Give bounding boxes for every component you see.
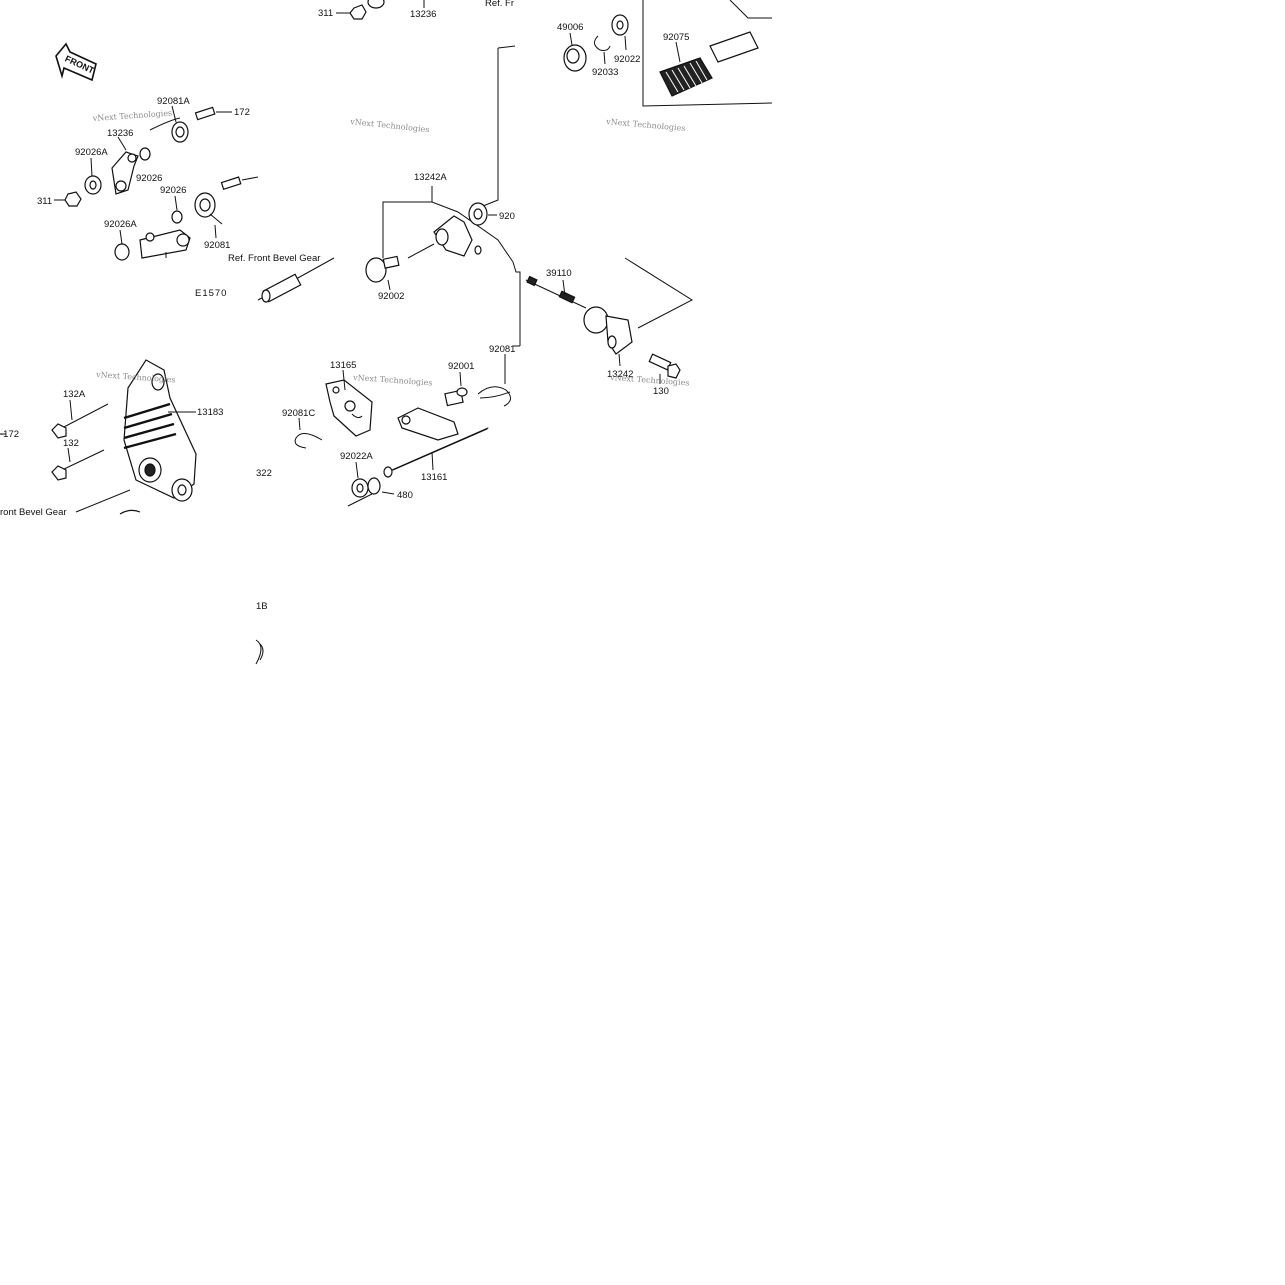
part-92081C-spring-clip [294, 417, 323, 449]
label-92081-mid: 92081 [489, 344, 515, 355]
part-92001-pin [444, 371, 468, 407]
label-ref-top: Ref. Fr [485, 0, 514, 9]
part-92033-clip [594, 35, 611, 65]
part-92081-spring-mid [477, 345, 520, 407]
part-13242-rod-end [583, 257, 694, 367]
part-13236-lever [111, 136, 151, 195]
label-920-partial: 920 [499, 211, 515, 222]
label-92022-top: 92022 [614, 54, 640, 65]
label-1B-partial: 1B [256, 601, 268, 612]
part-92026A-lever-mid [114, 229, 191, 261]
part-number-labels: 311 13236 Ref. Fr 49006 92022 92033 9207… [0, 0, 689, 612]
label-13161: 13161 [421, 472, 447, 483]
part-311-nut-left [54, 191, 82, 207]
label-13236-top: 13236 [410, 9, 436, 20]
label-132A: 132A [63, 389, 86, 400]
part-132A-bolt [51, 399, 109, 439]
part-92022A-washer [351, 461, 395, 498]
label-drawing-code: E1570 [195, 288, 227, 299]
part-92026-washer-b [171, 195, 183, 224]
label-92022A: 92022A [340, 451, 373, 462]
part-92026A-washer-top [84, 157, 102, 195]
watermark: vNext Technologies [92, 108, 173, 123]
watermark: vNext Technologies [352, 373, 433, 388]
part-13183-footpeg-bracket [75, 359, 197, 515]
watermark: vNext Technologies [349, 117, 430, 134]
label-480: 480 [397, 490, 413, 501]
part-13242A-shift-arm [382, 186, 514, 263]
label-92081C: 92081C [282, 408, 315, 419]
part-92075-footpeg-rubber [659, 31, 759, 97]
label-132: 132 [63, 438, 79, 449]
label-322-partial: 322 [256, 468, 272, 479]
label-92026A-mid: 92026A [104, 219, 137, 230]
top-right-box [477, 0, 773, 209]
label-13242A: 13242A [414, 172, 447, 183]
part-130-bolt [648, 353, 681, 384]
part-92022-washer-top [611, 14, 629, 51]
label-92033: 92033 [592, 67, 618, 78]
front-arrow-icon: FRONT [55, 42, 97, 82]
label-92026-a: 92026 [136, 173, 162, 184]
label-13183: 13183 [197, 407, 223, 418]
part-92081A-spring [149, 105, 189, 143]
label-49006: 49006 [557, 22, 583, 33]
label-92002: 92002 [378, 291, 404, 302]
label-92001: 92001 [448, 361, 474, 372]
part-92081-spring-left [194, 176, 259, 239]
part-132-bolt [51, 447, 105, 481]
label-172-left: -172 [0, 429, 19, 440]
part-49006-cap [563, 32, 587, 72]
label-ref-front-bevel-a: Ref. Front Bevel Gear [228, 253, 320, 264]
label-13242: 13242 [607, 369, 633, 380]
label-ref-front-bevel-b: ront Bevel Gear [0, 507, 67, 518]
label-13236-left: 13236 [107, 128, 133, 139]
label-311-top: 311 [318, 8, 333, 19]
label-311-left: 311 [37, 196, 52, 207]
part-311-nut-top [336, 0, 385, 20]
label-92081A: 92081A [157, 96, 190, 107]
front-bevel-gear-shaft [257, 257, 335, 303]
label-172-top: 172 [234, 107, 250, 118]
part-39110-tie-rod [512, 261, 587, 346]
label-92026-b: 92026 [160, 185, 186, 196]
label-39110: 39110 [546, 268, 572, 279]
part-92002-bolt [365, 255, 400, 291]
part-172-pin-top [194, 106, 232, 121]
part-13161-shift-shaft [383, 407, 489, 478]
label-13165: 13165 [330, 360, 356, 371]
label-92026A-top: 92026A [75, 147, 108, 158]
watermark: vNext Technologies [605, 117, 686, 133]
label-130: 130 [653, 386, 669, 397]
label-92081-left: 92081 [204, 240, 230, 251]
part-13165-plate [325, 369, 373, 437]
label-92075: 92075 [663, 32, 689, 43]
